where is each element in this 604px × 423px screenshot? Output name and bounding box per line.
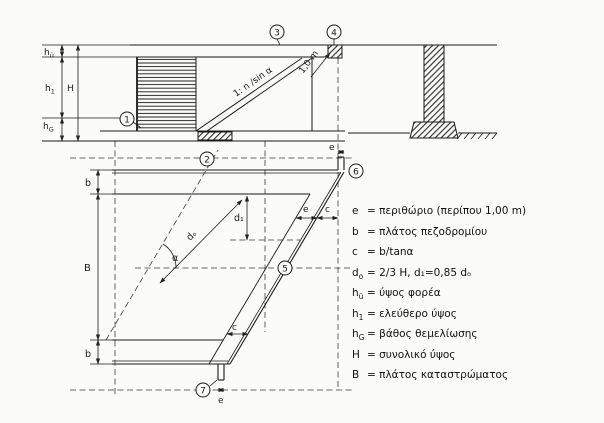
- label-H: H: [67, 84, 74, 94]
- legend-definition: = 2/3 H, d₁=0,85 dₒ: [367, 266, 472, 279]
- legend-symbol: e: [352, 205, 359, 217]
- legend-definition: = πλάτος πεζοδρομίου: [367, 225, 488, 238]
- label-1m: 1,0 m: [297, 49, 321, 76]
- legend-definition: = ύψος φορέα: [367, 287, 441, 299]
- marker-1: 1: [124, 115, 130, 125]
- marker-circle-4: [326, 24, 342, 40]
- legend-definition: = περιθώριο (περίπου 1,00 m): [367, 205, 527, 217]
- legend-row-B: B = πλάτος καταστρώματος: [352, 369, 602, 390]
- legend-row-hu: hü = ύψος φορέα: [352, 287, 602, 308]
- marker-circle-1: [119, 111, 135, 127]
- elevation-dimensions: [59, 44, 331, 142]
- label-b-top: b: [85, 178, 91, 189]
- pier: [423, 44, 445, 123]
- plan-view: [90, 156, 345, 381]
- label-hu: hü: [44, 48, 54, 60]
- label-c-right: c: [325, 205, 330, 215]
- marker-3: 3: [274, 28, 280, 38]
- legend-row-e: e = περιθώριο (περίπου 1,00 m): [352, 205, 602, 226]
- legend-row-d0: do = 2/3 H, d₁=0,85 dₒ: [352, 267, 602, 288]
- legend-symbol: do: [352, 266, 364, 281]
- legend-symbol: B: [352, 369, 360, 381]
- legend-definition: = πλάτος καταστρώματος: [367, 369, 509, 381]
- marker-circle-3: [269, 24, 285, 40]
- legend-row-hG: hG = βάθος θεμελίωσης: [352, 328, 602, 349]
- legend-row-b: b = πλάτος πεζοδρομίου: [352, 226, 602, 247]
- marker-leader: [209, 379, 218, 387]
- abutment-wall: [136, 56, 197, 132]
- slope-line: [206, 57, 313, 132]
- elevation-view: [42, 44, 498, 142]
- label-B: B: [84, 263, 91, 274]
- marker-circle-6: [348, 163, 364, 179]
- legend-definition: = b/tanα: [367, 246, 414, 258]
- marker-7: 7: [200, 386, 206, 396]
- road-axis-line: [105, 149, 219, 341]
- legend-symbol: b: [352, 225, 359, 238]
- marker-circle-2: [199, 151, 215, 167]
- legend-definition: = βάθος θεμελίωσης: [367, 328, 478, 340]
- legend-symbol: H: [352, 348, 360, 361]
- label-d1: d₁: [234, 213, 244, 224]
- marker-4: 4: [331, 28, 337, 38]
- angle-arc: [162, 243, 177, 269]
- legend-row-c: c = b/tanα: [352, 246, 602, 267]
- label-e-top: e: [329, 143, 335, 153]
- legend-symbol: h1: [352, 307, 364, 322]
- marker-leader: [132, 121, 142, 129]
- label-slope: 1: n /sin α: [232, 65, 275, 99]
- marker-6: 6: [353, 167, 359, 177]
- legend-row-h1: h1 = ελεύθερο ύψος: [352, 308, 602, 329]
- legend: e = περιθώριο (περίπου 1,00 m) b = πλάτο…: [352, 205, 602, 390]
- marker-leader: [276, 38, 281, 46]
- label-b-bottom: b: [85, 349, 91, 360]
- legend-definition: = συνολικό ύψος: [367, 348, 456, 361]
- marker-5: 5: [282, 264, 288, 274]
- label-hG: hG: [43, 122, 54, 134]
- marker-circle-5: [277, 260, 293, 276]
- legend-symbol: hG: [352, 328, 365, 343]
- legend-definition: = ελεύθερο ύψος: [367, 307, 457, 320]
- label-d0: dₒ: [184, 228, 199, 243]
- label-alpha: α: [172, 253, 178, 264]
- dim-d0: [159, 199, 243, 284]
- label-h1: h1: [45, 84, 55, 96]
- label-e-right: e: [303, 205, 309, 215]
- ground-hatch: [456, 132, 498, 140]
- legend-symbol: c: [352, 246, 358, 258]
- construction-lines: [70, 58, 352, 396]
- marker-2: 2: [204, 155, 210, 165]
- pier-footing: [409, 121, 459, 139]
- leader-1m: [310, 52, 331, 78]
- abutment-face-line: [208, 193, 311, 365]
- marker-circle-7: [195, 382, 211, 398]
- label-c-bottom: c: [232, 323, 237, 333]
- stage-markers: 1 2 3 4 5 6 7: [119, 24, 364, 398]
- legend-symbol: hü: [352, 287, 364, 302]
- label-e-bottom: e: [218, 396, 224, 406]
- footing-section: [197, 131, 233, 141]
- slope-line: [195, 57, 303, 132]
- edge-beam: [327, 44, 343, 59]
- plan-dimensions: [95, 149, 345, 393]
- legend-row-H: H = συνολικό ύψος: [352, 349, 602, 370]
